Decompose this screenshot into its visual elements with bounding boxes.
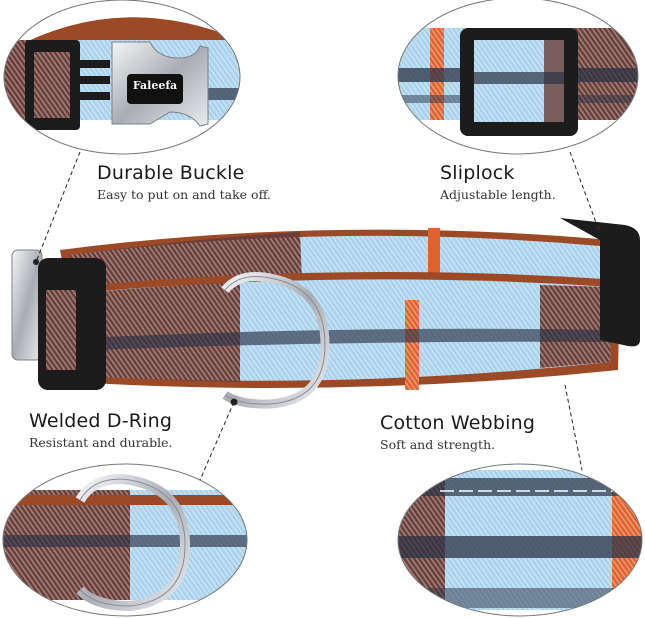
feature-subtitle: Adjustable length. (440, 187, 556, 202)
feature-webbing: Cotton Webbing Soft and strength. (380, 412, 535, 452)
feature-subtitle: Soft and strength. (380, 437, 496, 452)
feature-title: Durable Buckle (97, 162, 245, 184)
feature-title: Cotton Webbing (380, 412, 536, 434)
d-ring-closeup (3, 464, 247, 616)
webbing-closeup (398, 464, 642, 616)
main-collar (11, 218, 640, 409)
feature-subtitle: Easy to put on and take off. (97, 187, 271, 202)
feature-title: Welded D-Ring (29, 410, 173, 432)
feature-subtitle: Resistant and durable. (29, 435, 173, 450)
feature-d-ring: Welded D-Ring Resistant and durable. (29, 410, 173, 450)
callout-lines (35, 151, 599, 481)
feature-sliplock: Sliplock Adjustable length. (440, 162, 556, 202)
sliplock-closeup (398, 0, 638, 154)
callout-dots (33, 225, 601, 406)
buckle-closeup (4, 0, 240, 154)
feature-buckle: Durable Buckle Easy to put on and take o… (97, 162, 271, 202)
buckle-logo: Faleefa (132, 79, 178, 92)
feature-title: Sliplock (440, 162, 515, 184)
